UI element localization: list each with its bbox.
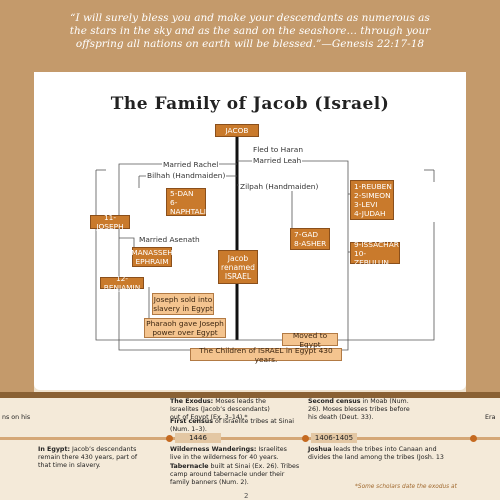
chart-title: The Family of Jacob (Israel) xyxy=(110,94,390,114)
timeline-marker-1446 xyxy=(166,435,173,442)
label-bilhah: Bilhah (Handmaiden) xyxy=(146,171,227,180)
node-leah-sons-1: 1-REUBEN 2-SIMEON 3-LEVI 4-JUDAH xyxy=(350,180,394,220)
node-gad-asher: 7-GAD 8-ASHER xyxy=(290,228,330,250)
event-tabernacle: Tabernacle built at Sinai (Ex. 26). Trib… xyxy=(170,463,300,486)
event-in-egypt: In Egypt: Jacob’s descendants remain the… xyxy=(38,446,138,469)
node-joseph: 11-JOSEPH xyxy=(90,213,130,231)
label-married-leah: Married Leah xyxy=(252,156,303,165)
event-first-census: First census of Israelite tribes at Sina… xyxy=(170,418,294,433)
genesis-quote: “I will surely bless you and make your d… xyxy=(69,12,431,50)
year-1446: 1446 xyxy=(175,433,221,443)
node-dan-naphtali: 5-DAN 6-NAPHTALI xyxy=(166,188,206,216)
fragment-right: Era xyxy=(485,414,496,421)
node-jacob-renamed-israel: Jacob renamed ISRAEL xyxy=(218,250,258,284)
node-moved-to-egypt: Moved to Egypt xyxy=(282,331,338,349)
event-wilderness: Wilderness Wanderings: Israelites live i… xyxy=(170,446,287,461)
label-zilpah: Zilpah (Handmaiden) xyxy=(239,182,320,191)
node-children-of-israel: The Children of ISRAEL in Egypt 430 year… xyxy=(190,346,342,364)
family-tree-panel: The Family of Jacob (Israel) JACOB Fled xyxy=(34,72,466,390)
quote-band: “I will surely bless you and make your d… xyxy=(0,0,500,72)
left-margin xyxy=(0,72,34,392)
label-fled: Fled to Haran xyxy=(252,145,304,154)
node-pharaoh: Pharaoh gave Joseph power over Egypt xyxy=(144,318,226,338)
timeline-marker-1406 xyxy=(302,435,309,442)
timeline-marker-era xyxy=(470,435,477,442)
footnote: *Some scholars date the exodus at xyxy=(355,484,457,490)
connector-lines xyxy=(95,134,435,351)
event-joshua: Joshua leads the tribes into Canaan and … xyxy=(308,446,444,461)
node-manasseh-ephraim: MANASSEH EPHRAIM xyxy=(131,247,173,267)
fragment-left: ns on his xyxy=(2,414,31,421)
node-benjamin: 12-BENJAMIN xyxy=(100,274,144,292)
page-number: 2 xyxy=(244,492,249,500)
timeline-top-bar xyxy=(0,392,500,398)
year-1406-1405: 1406-1405 xyxy=(311,433,357,443)
node-jacob: JACOB xyxy=(215,124,259,137)
right-margin xyxy=(466,72,500,392)
timeline: ns on his The Exodus: Moses leads the Is… xyxy=(0,392,500,500)
node-leah-sons-2: 9-ISSACHAR 10-ZEBULUN xyxy=(350,240,400,267)
event-second-census: Second census in Moab (Num. 26). Moses b… xyxy=(308,398,410,421)
timeline-axis xyxy=(0,437,500,440)
label-asenath: Married Asenath xyxy=(138,235,201,244)
label-married-rachel: Married Rachel xyxy=(162,160,220,169)
event-exodus: The Exodus: Moses leads the Israelites (… xyxy=(170,398,270,421)
node-joseph-sold: Joseph sold into slavery in Egypt xyxy=(152,293,214,315)
